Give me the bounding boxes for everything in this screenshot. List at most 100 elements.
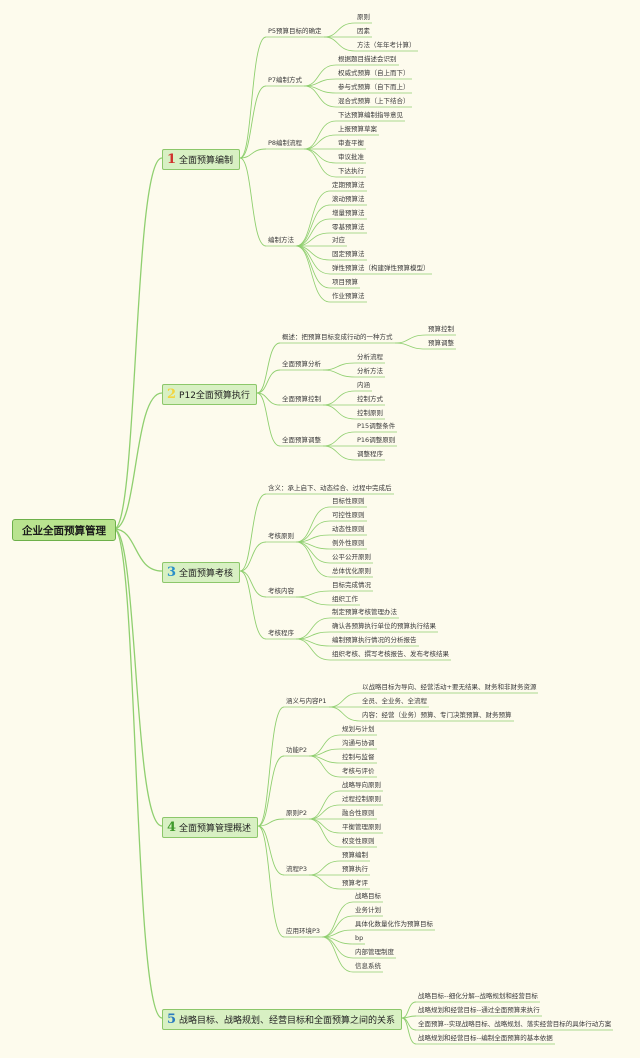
node-1-3[interactable]: P8编制流程 — [268, 139, 303, 147]
link-leaf-3-4-4 — [295, 638, 331, 661]
leaf-3-3-2[interactable]: 组织工作 — [332, 595, 358, 603]
node-1-4[interactable]: 编制方法 — [268, 236, 294, 244]
node-5-4[interactable]: 战略规划和经营目标--编制全面预算的基本依据 — [418, 1034, 553, 1042]
leaf-4-2-1[interactable]: 规划与计划 — [342, 725, 375, 733]
node-2-3[interactable]: 全面预算控制 — [282, 395, 321, 403]
leaf-3-2-1[interactable]: 目标性原则 — [332, 497, 365, 505]
link-leaf-3-2-6 — [295, 541, 331, 578]
leaf-1-4-1[interactable]: 定期预算法 — [332, 181, 365, 189]
leaf-1-4-2[interactable]: 滚动预算法 — [332, 195, 365, 203]
leaf-3-2-2[interactable]: 可控性原则 — [332, 511, 365, 519]
leaf-1-1-1[interactable]: 原则 — [357, 13, 370, 21]
leaf-1-2-4[interactable]: 混合式预算（上下结合） — [338, 97, 410, 105]
leaf-1-4-3[interactable]: 增量预算法 — [332, 209, 365, 217]
node-4-3[interactable]: 原则P2 — [286, 809, 308, 817]
leaf-3-2-5[interactable]: 公平公开原则 — [332, 553, 371, 561]
leaf-3-4-1[interactable]: 制定预算考核管理办法 — [332, 608, 397, 616]
leaf-1-2-3[interactable]: 参与式预算（自下而上） — [338, 83, 410, 91]
leaf-1-4-4[interactable]: 零基预算法 — [332, 223, 365, 231]
leaf-4-3-1[interactable]: 战略导向原则 — [342, 781, 381, 789]
leaf-4-2-2[interactable]: 沟通与协调 — [342, 739, 375, 747]
leaf-1-4-7[interactable]: 弹性预算法（构建弹性预算模型） — [332, 264, 430, 272]
node-5-1[interactable]: 战略目标--细化分解--战略规划和经营目标 — [418, 992, 538, 1000]
leaf-1-1-2[interactable]: 因素 — [357, 27, 370, 35]
node-3-1[interactable]: 含义：承上启下、动态综合、过程中完成后 — [268, 484, 392, 492]
leaf-1-4-8[interactable]: 项目预算 — [332, 278, 358, 286]
leaf-4-3-3[interactable]: 融合性原则 — [342, 809, 375, 817]
leaf-2-4-1[interactable]: P15调整条件 — [357, 422, 396, 430]
leaf-1-4-6[interactable]: 固定预算法 — [332, 250, 365, 258]
leaf-1-3-4[interactable]: 审议批准 — [338, 153, 364, 161]
node-5-2[interactable]: 战略规划和经营目标--通过全面预算来执行 — [418, 1006, 540, 1014]
node-4-4[interactable]: 流程P3 — [286, 865, 308, 873]
leaf-4-5-4[interactable]: bp — [355, 934, 364, 942]
leaf-4-4-2[interactable]: 预算执行 — [342, 865, 368, 873]
leaf-1-3-2[interactable]: 上报预算草案 — [338, 125, 377, 133]
leaf-2-2-1[interactable]: 分析流程 — [357, 353, 383, 361]
leaf-2-1-1[interactable]: 预算控制 — [428, 325, 454, 333]
leaf-2-3-2[interactable]: 控制方式 — [357, 395, 383, 403]
node-4-1[interactable]: 涵义与内容P1 — [286, 697, 327, 705]
leaf-1-3-1[interactable]: 下达预算编制指导意见 — [338, 111, 403, 119]
link-1-3 — [239, 148, 267, 159]
leaf-1-2-2[interactable]: 权威式预算（自上而下） — [338, 69, 410, 77]
leaf-2-3-1[interactable]: 内涵 — [357, 381, 370, 389]
branch-label: 全面预算管理概述 — [179, 824, 252, 834]
leaf-1-4-5[interactable]: 对应 — [332, 236, 345, 244]
leaf-4-5-2[interactable]: 业务计划 — [355, 906, 381, 914]
leaf-2-2-2[interactable]: 分析方法 — [357, 367, 383, 375]
leaf-4-5-3[interactable]: 具体化数量化作为预算目标 — [355, 920, 433, 928]
leaf-4-4-1[interactable]: 预算编制 — [342, 851, 368, 859]
node-4-5[interactable]: 应用环境P3 — [286, 927, 321, 935]
leaf-3-4-4[interactable]: 组织考核、撰写考核报告、发布考核结果 — [332, 650, 449, 658]
node-1-1[interactable]: P5预算目标的确定 — [268, 27, 322, 35]
node-3-3[interactable]: 考核内容 — [268, 587, 294, 595]
leaf-2-4-3[interactable]: 调整程序 — [357, 450, 383, 458]
leaf-1-1-3[interactable]: 方法（年年考计算） — [357, 41, 416, 49]
leaf-4-1-3[interactable]: 内容：经营（业务）预算、专门决策预算、财务预算 — [362, 711, 512, 719]
link-leaf-2-4-3 — [322, 445, 356, 461]
link-leaf-1-4-2 — [295, 204, 331, 247]
node-2-2[interactable]: 全面预算分析 — [282, 360, 321, 368]
leaf-3-4-3[interactable]: 编制预算执行情况的分析报告 — [332, 636, 417, 644]
node-5-3[interactable]: 全面预算--实现战略目标、战略规划、落实经营目标的具体行动方案 — [418, 1020, 612, 1028]
leaf-4-3-5[interactable]: 权变性原则 — [342, 837, 375, 845]
leaf-3-4-2[interactable]: 确认各预算执行单位的预算执行结果 — [332, 622, 436, 630]
leaf-2-3-3[interactable]: 控制原则 — [357, 409, 383, 417]
link-5-1 — [401, 1001, 417, 1019]
node-3-2[interactable]: 考核原则 — [268, 532, 294, 540]
leaf-1-4-9[interactable]: 作业预算法 — [332, 292, 365, 300]
leaf-2-4-2[interactable]: P16调整原则 — [357, 436, 396, 444]
node-1-2[interactable]: P7编制方式 — [268, 76, 303, 84]
leaf-4-2-4[interactable]: 考核与评价 — [342, 767, 375, 775]
leaf-3-3-1[interactable]: 目标完成情况 — [332, 581, 371, 589]
leaf-4-3-2[interactable]: 过程控制原则 — [342, 795, 381, 803]
node-2-4[interactable]: 全面预算调整 — [282, 436, 321, 444]
leaf-4-1-1[interactable]: 以战略目标为导向、经营活动+要无结果、财务和非财务资源 — [362, 683, 537, 691]
leaf-3-2-6[interactable]: 总体优化原则 — [332, 567, 371, 575]
leaf-1-3-3[interactable]: 审查平衡 — [338, 139, 364, 147]
leaf-1-3-5[interactable]: 下达执行 — [338, 167, 364, 175]
node-4-2[interactable]: 功能P2 — [286, 746, 308, 754]
link-4-1 — [257, 706, 285, 827]
leaf-4-4-3[interactable]: 预算考评 — [342, 879, 368, 887]
leaf-3-2-4[interactable]: 例外性原则 — [332, 539, 365, 547]
leaf-1-2-1[interactable]: 根据题目描述会识别 — [338, 55, 397, 63]
leaf-4-5-1[interactable]: 战略目标 — [355, 892, 381, 900]
root-node[interactable]: 企业全面预算管理 — [12, 519, 116, 541]
node-2-1[interactable]: 概述：把预算目标变成行动的一种方式 — [282, 333, 393, 341]
leaf-4-5-5[interactable]: 内部管理制度 — [355, 948, 394, 956]
leaf-4-3-4[interactable]: 平衡管理原则 — [342, 823, 381, 831]
link-leaf-1-1-3 — [323, 36, 356, 52]
leaf-2-1-2[interactable]: 预算调整 — [428, 339, 454, 347]
leaf-4-1-2[interactable]: 全员、全业务、全流程 — [362, 697, 427, 705]
leaf-4-5-6[interactable]: 信息系统 — [355, 962, 381, 970]
leaf-4-2-3[interactable]: 控制与监督 — [342, 753, 375, 761]
node-3-4[interactable]: 考核程序 — [268, 629, 294, 637]
leaf-3-2-3[interactable]: 动态性原则 — [332, 525, 365, 533]
